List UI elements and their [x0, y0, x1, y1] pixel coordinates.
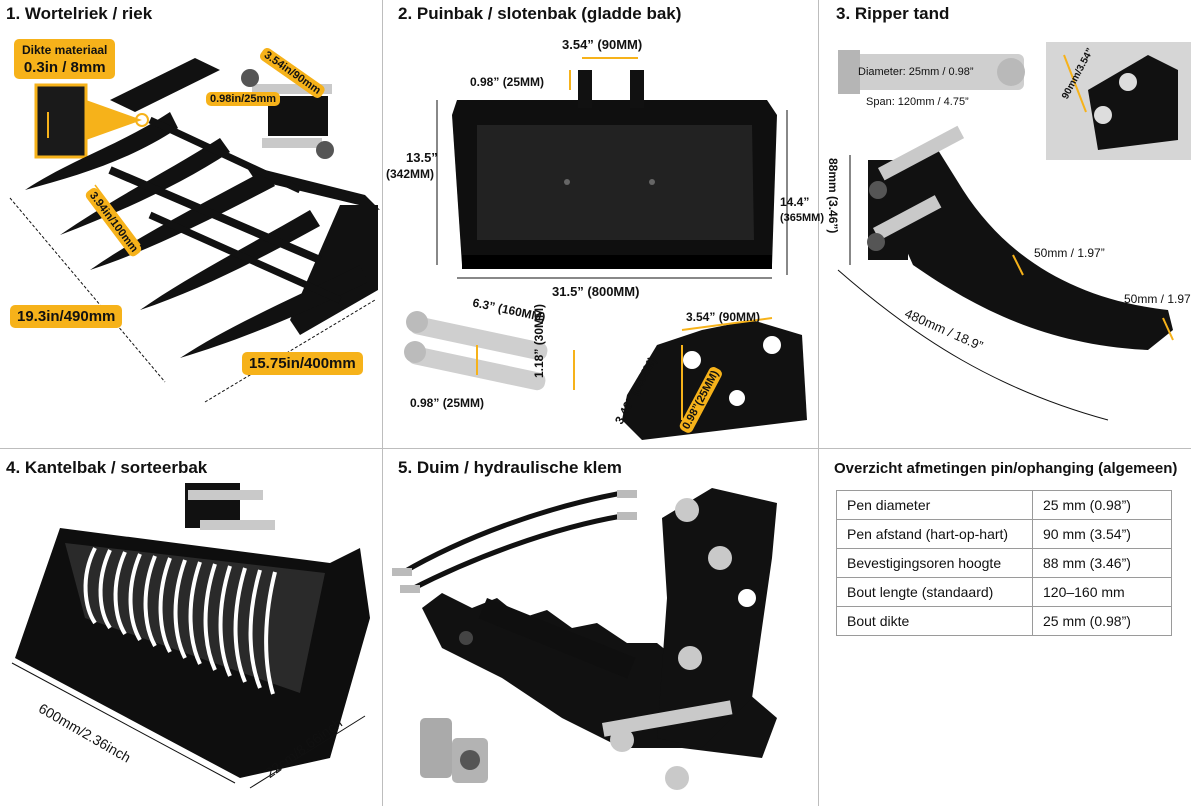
bucket-height-in: 13.5” — [406, 150, 438, 165]
row-value: 90 mm (3.54”) — [1032, 519, 1172, 549]
row-label: Bevestigingsoren hoogte — [836, 548, 1033, 578]
ripper-tip-width: 50mm / 1.97 — [1124, 292, 1191, 306]
rake-width-badge: 15.75in/400mm — [242, 352, 363, 375]
summary-title: Overzicht afmetingen pin/ophanging (alge… — [834, 460, 1178, 477]
material-thickness-value: 0.3in / 8mm — [23, 59, 106, 76]
bucket-width-label: 31.5” (800MM) — [552, 284, 640, 299]
panel-5-title: 5. Duim / hydraulische klem — [398, 458, 622, 477]
row-label: Bout lengte (standaard) — [836, 577, 1033, 607]
ripper-pin-span: Span: 120mm / 4.75” — [866, 96, 969, 108]
table-row: Pen afstand (hart-op-hart) 90 mm (3.54”) — [836, 519, 1172, 549]
divider-h1 — [0, 448, 1191, 449]
pin-head-label: 1.18” (30MM) — [532, 303, 546, 378]
panel-4-title: 4. Kantelbak / sorteerbak — [6, 458, 208, 477]
bucket-depth-mm: (365MM) — [780, 212, 825, 224]
table-row: Bout lengte (standaard) 120–160 mm — [836, 577, 1172, 607]
summary-table: Pen diameter 25 mm (0.98”) Pen afstand (… — [836, 490, 1172, 636]
tilt-bucket-illustration — [11, 483, 370, 789]
bucket-height-mm: (342MM) — [386, 167, 435, 181]
ear-thickness-label: 0.98” (25MM) — [470, 75, 545, 89]
ditch-bucket-illustration — [404, 57, 807, 440]
hydraulic-thumb-illustration — [392, 488, 777, 790]
row-label: Pen afstand (hart-op-hart) — [836, 519, 1033, 549]
ripper-shank-width: 50mm / 1.97” — [1034, 246, 1105, 260]
row-value: 88 mm (3.46”) — [1032, 548, 1172, 578]
table-row: Pen diameter 25 mm (0.98”) — [836, 490, 1172, 520]
table-row: Bevestigingsoren hoogte 88 mm (3.46”) — [836, 548, 1172, 578]
ripper-ear-height: 88mm (3.46”) — [826, 158, 840, 234]
panel-3-title: 3. Ripper tand — [836, 4, 950, 23]
ripper-pin-diameter: Diameter: 25mm / 0.98” — [858, 66, 974, 78]
pin-diameter-label: 0.98” (25MM) — [410, 396, 485, 410]
ripper-tooth-illustration — [837, 42, 1191, 421]
rake-length-badge: 19.3in/490mm — [10, 305, 123, 328]
material-thickness-badge: Dikte materiaal 0.3in / 8mm — [14, 39, 116, 79]
bracket-spacing-label: 3.54” (90MM) — [686, 310, 761, 324]
panel-1-title: 1. Wortelriek / riek — [6, 4, 153, 23]
row-value: 25 mm (0.98”) — [1032, 606, 1172, 636]
pin-diameter-badge: 0.98in/25mm — [206, 92, 281, 106]
row-value: 120–160 mm — [1032, 577, 1172, 607]
bucket-depth-in: 14.4” — [780, 195, 810, 209]
row-label: Pen diameter — [836, 490, 1033, 520]
row-label: Bout dikte — [836, 606, 1033, 636]
divider-v2 — [818, 0, 819, 806]
row-value: 25 mm (0.98”) — [1032, 490, 1172, 520]
ear-spacing-label: 3.54” (90MM) — [562, 37, 643, 52]
material-thickness-label: Dikte materiaal — [22, 43, 108, 57]
table-row: Bout dikte 25 mm (0.98”) — [836, 606, 1172, 636]
root-rake-illustration — [9, 58, 380, 403]
panel-2-title: 2. Puinbak / slotenbak (gladde bak) — [398, 4, 682, 23]
divider-v1 — [382, 0, 383, 806]
